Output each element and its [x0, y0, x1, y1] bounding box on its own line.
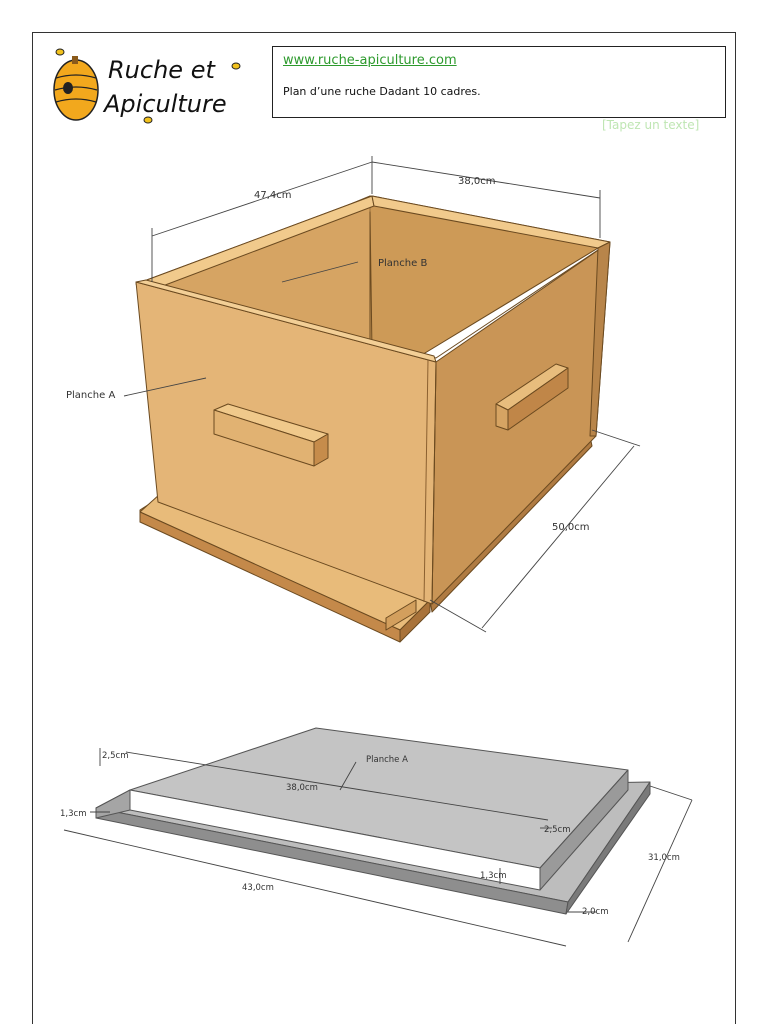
lid-dim-width: 31,0cm: [648, 853, 680, 863]
page-frame: [32, 32, 736, 1024]
placeholder-text[interactable]: [Tapez un texte]: [602, 118, 700, 132]
lid-dim-rim-inner: 1,3cm: [480, 871, 506, 881]
website-link[interactable]: www.ruche-apiculture.com: [283, 53, 457, 68]
lid-dim-rim-left: 1,3cm: [60, 809, 86, 819]
lid-dim-total: 43,0cm: [242, 883, 274, 893]
beehive-icon: [53, 56, 99, 121]
lid-dim-rim-right: 2,5cm: [544, 825, 570, 835]
logo: Ruche et Apiculture: [53, 48, 241, 124]
hive-dim-length: 50,0cm: [552, 522, 590, 533]
front-handle: [213, 403, 329, 467]
header-box: www.ruche-apiculture.com Plan d’une ruch…: [272, 46, 726, 118]
hive-label-b: Planche B: [378, 258, 427, 269]
lid-dim-inner: 38,0cm: [286, 783, 318, 793]
plan-description: Plan d’une ruche Dadant 10 cadres.: [283, 85, 481, 98]
bottom-runner-right: [385, 599, 417, 631]
hive-dim-depth: 38,0cm: [458, 176, 496, 187]
logo-line2: Apiculture: [102, 90, 227, 118]
bee-icon: [55, 48, 241, 124]
lid-dim-edge: 2,0cm: [582, 907, 608, 917]
lid-dim-top-left: 2,5cm: [102, 751, 128, 761]
hive-dim-width: 47,4cm: [254, 190, 292, 201]
lid-label-a: Planche A: [366, 755, 408, 765]
side-handle: [495, 363, 569, 431]
hive-label-a: Planche A: [66, 390, 115, 401]
logo-line1: Ruche et: [108, 56, 216, 84]
